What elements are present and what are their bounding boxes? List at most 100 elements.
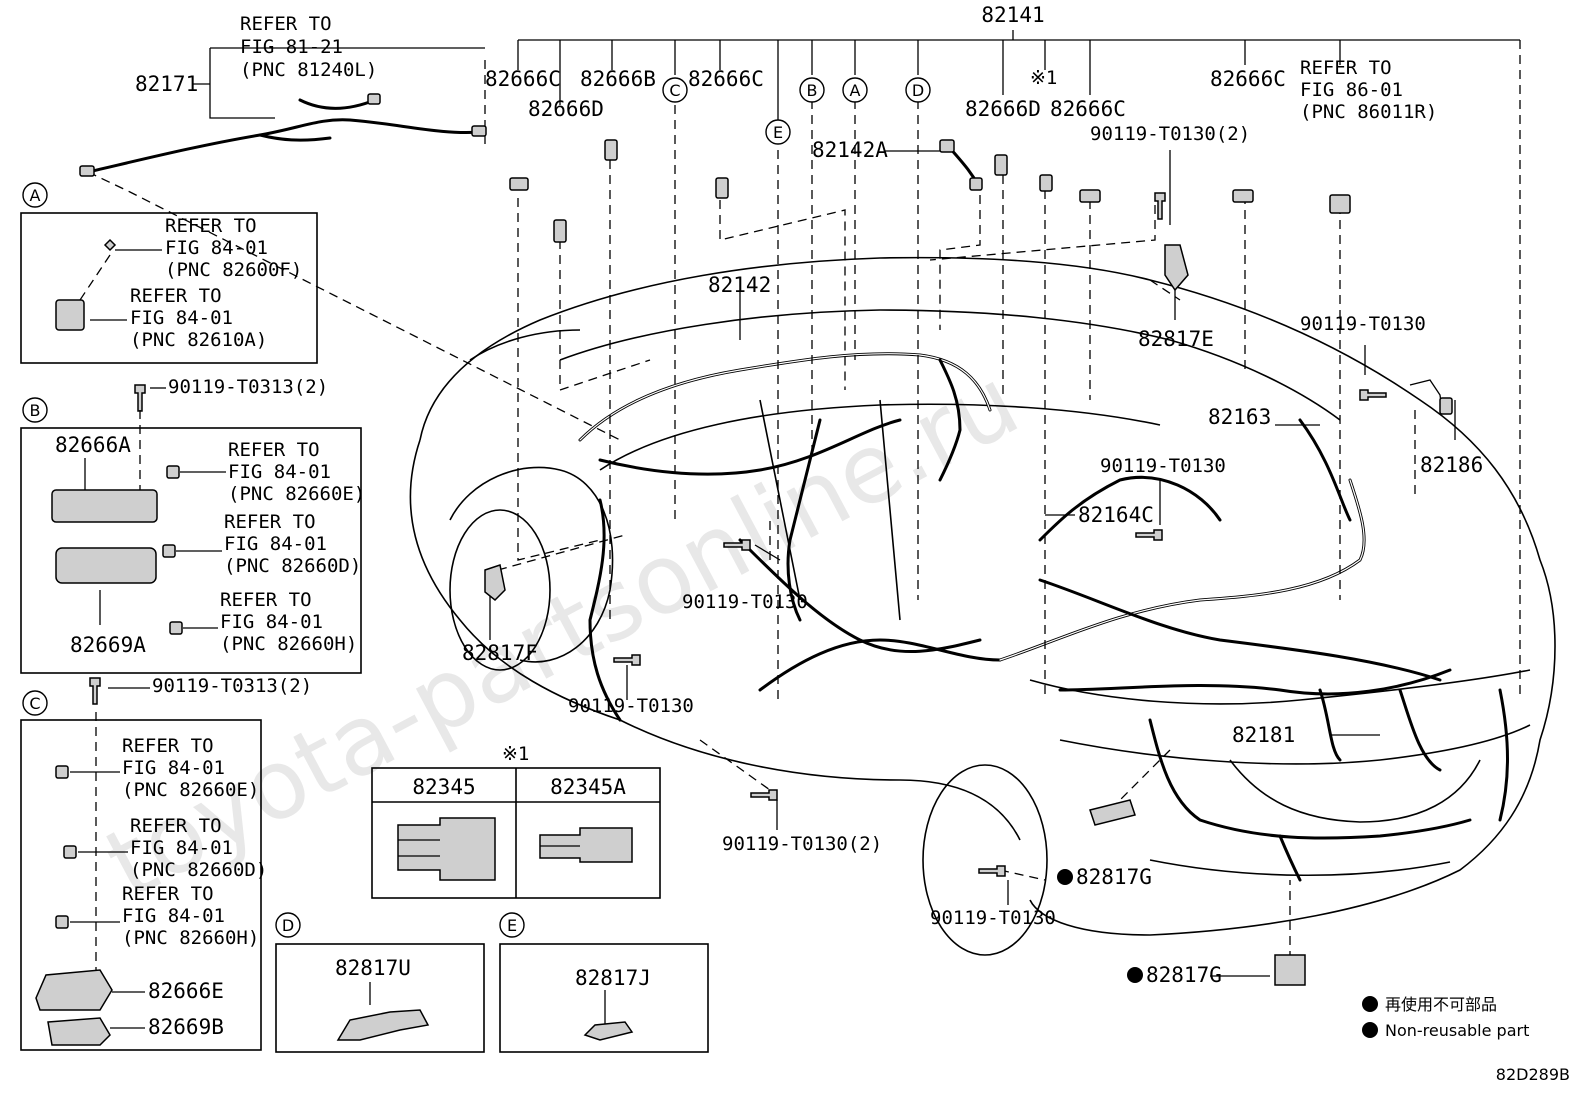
part-label: 82817U <box>335 956 411 980</box>
part-label: 82666B <box>580 67 656 91</box>
part-label: A <box>850 81 861 100</box>
part-label: REFER TO <box>220 589 312 611</box>
part-label: 90119-T0313(2) <box>168 376 328 398</box>
clip-82666C-3 <box>1079 189 1101 203</box>
bracket-82817F <box>484 564 506 602</box>
detail-box-a: A REFER TO FIG 84-01 (PNC 82600F) REFER … <box>20 182 318 364</box>
part-label: REFER TO <box>240 13 332 35</box>
part-label: REFER TO <box>165 215 257 237</box>
part-label: 82666D <box>528 97 604 121</box>
part-label: (PNC 82610A) <box>130 329 267 351</box>
part-label: C <box>669 81 680 100</box>
dashed-leaders <box>87 40 1521 960</box>
part-label: 82186 <box>1420 453 1483 477</box>
detail-box-d: D 82817U <box>275 912 485 1053</box>
clip-82666D-1 <box>553 219 567 243</box>
part-label: 82817G <box>1146 963 1222 987</box>
part-label: REFER TO <box>130 815 222 837</box>
part-label: (PNC 82660H) <box>122 927 259 949</box>
part-label: 82142A <box>812 138 888 162</box>
part-label: FIG 84-01 <box>130 837 233 859</box>
part-label: FIG 84-01 <box>122 905 225 927</box>
part-label: (PNC 82660H) <box>220 633 357 655</box>
part-label: B <box>30 401 41 420</box>
part-label: Non-reusable part <box>1385 1021 1529 1040</box>
part-label: 90119-T0130 <box>1100 455 1226 477</box>
part-label: 82817J <box>575 966 651 990</box>
clip-parts <box>79 93 1453 986</box>
part-label: REFER TO <box>228 439 320 461</box>
clip-note1 <box>1039 174 1053 192</box>
part-label: 82171 <box>135 72 198 96</box>
part-label: 82669B <box>148 1015 224 1039</box>
wire-harness <box>578 352 1509 882</box>
clip-82666B <box>604 139 618 161</box>
part-label: (PNC 82600F) <box>165 259 302 281</box>
part-label: FIG 84-01 <box>165 237 268 259</box>
part-label: E <box>773 123 783 142</box>
top-labels: 82141 82171 REFER TO FIG 81-21 (PNC 8124… <box>135 3 1483 987</box>
part-label: FIG 84-01 <box>130 307 233 329</box>
part-label: 90119-T0130 <box>930 907 1056 929</box>
part-label: REFER TO <box>122 883 214 905</box>
part-label: 82817E <box>1138 327 1214 351</box>
part-label: REFER TO <box>130 285 222 307</box>
part-label: ※1 <box>502 743 529 765</box>
part-label: FIG 81-21 <box>240 36 343 58</box>
part-label: B <box>807 81 818 100</box>
part-label: 90119-T0130(2) <box>1090 123 1250 145</box>
part-label: REFER TO <box>122 735 214 757</box>
part-label: (PNC 82660D) <box>130 859 267 881</box>
bracket-82817E <box>1164 244 1189 292</box>
legend: 再使用不可部品 Non-reusable part 82D289B <box>1362 995 1570 1084</box>
part-label: 82817F <box>462 641 538 665</box>
part-label: REFER TO <box>1300 57 1392 79</box>
patch-82817G-1 <box>1089 799 1136 826</box>
part-label: (PNC 86011R) <box>1300 101 1437 123</box>
part-label: 82817G <box>1076 865 1152 889</box>
clip-82666C-1 <box>509 177 529 191</box>
part-label: FIG 84-01 <box>224 533 327 555</box>
part-label: A <box>30 186 41 205</box>
part-label: 90119-T0130 <box>1300 313 1426 335</box>
part-label: FIG 86-01 <box>1300 79 1403 101</box>
diagram-code: 82D289B <box>1496 1065 1570 1084</box>
detail-box-e: E 82817J <box>499 912 709 1053</box>
part-label: 再使用不可部品 <box>1385 995 1497 1014</box>
part-label: REFER TO <box>224 511 316 533</box>
part-label: D <box>912 81 924 100</box>
clip-82666D-2 <box>994 154 1008 176</box>
table-82345: ※1 82345 82345A <box>371 743 661 899</box>
part-label: C <box>29 694 40 713</box>
detail-box-b: B 90119-T0313(2) 82666A 82669A REFER TO … <box>20 376 365 674</box>
patch-82817G-2 <box>1274 954 1306 986</box>
part-label: D <box>282 916 294 935</box>
part-label: 90119-T0130 <box>682 591 808 613</box>
bolt-icons <box>89 192 1387 877</box>
part-label: 82666C <box>1210 67 1286 91</box>
part-label: 82666E <box>148 979 224 1003</box>
part-label: 90119-T0130 <box>568 695 694 717</box>
part-label: (PNC 82660E) <box>228 483 365 505</box>
clip-82186 <box>1439 397 1453 415</box>
part-label: 82345A <box>550 775 626 799</box>
callout-circles: C E B A D <box>662 77 931 145</box>
part-label: 82666C <box>688 67 764 91</box>
part-label: ※1 <box>1030 67 1057 89</box>
part-label: 90119-T0130(2) <box>722 833 882 855</box>
connector-86011R <box>1329 194 1351 214</box>
part-label: FIG 84-01 <box>228 461 331 483</box>
car-body <box>409 256 1556 956</box>
part-label: 82345 <box>412 775 475 799</box>
part-label: FIG 84-01 <box>220 611 323 633</box>
part-label: 82141 <box>981 3 1044 27</box>
part-label: 82181 <box>1232 723 1295 747</box>
part-label: 82666A <box>55 433 131 457</box>
part-label: 90119-T0313(2) <box>152 675 312 697</box>
part-label: 82142 <box>708 273 771 297</box>
part-label: FIG 84-01 <box>122 757 225 779</box>
detail-box-c: C 90119-T0313(2) REFER TO FIG 84-01 (PNC… <box>20 675 312 1051</box>
clip-82666C-4 <box>1232 189 1254 203</box>
part-label: 82164C <box>1078 503 1154 527</box>
